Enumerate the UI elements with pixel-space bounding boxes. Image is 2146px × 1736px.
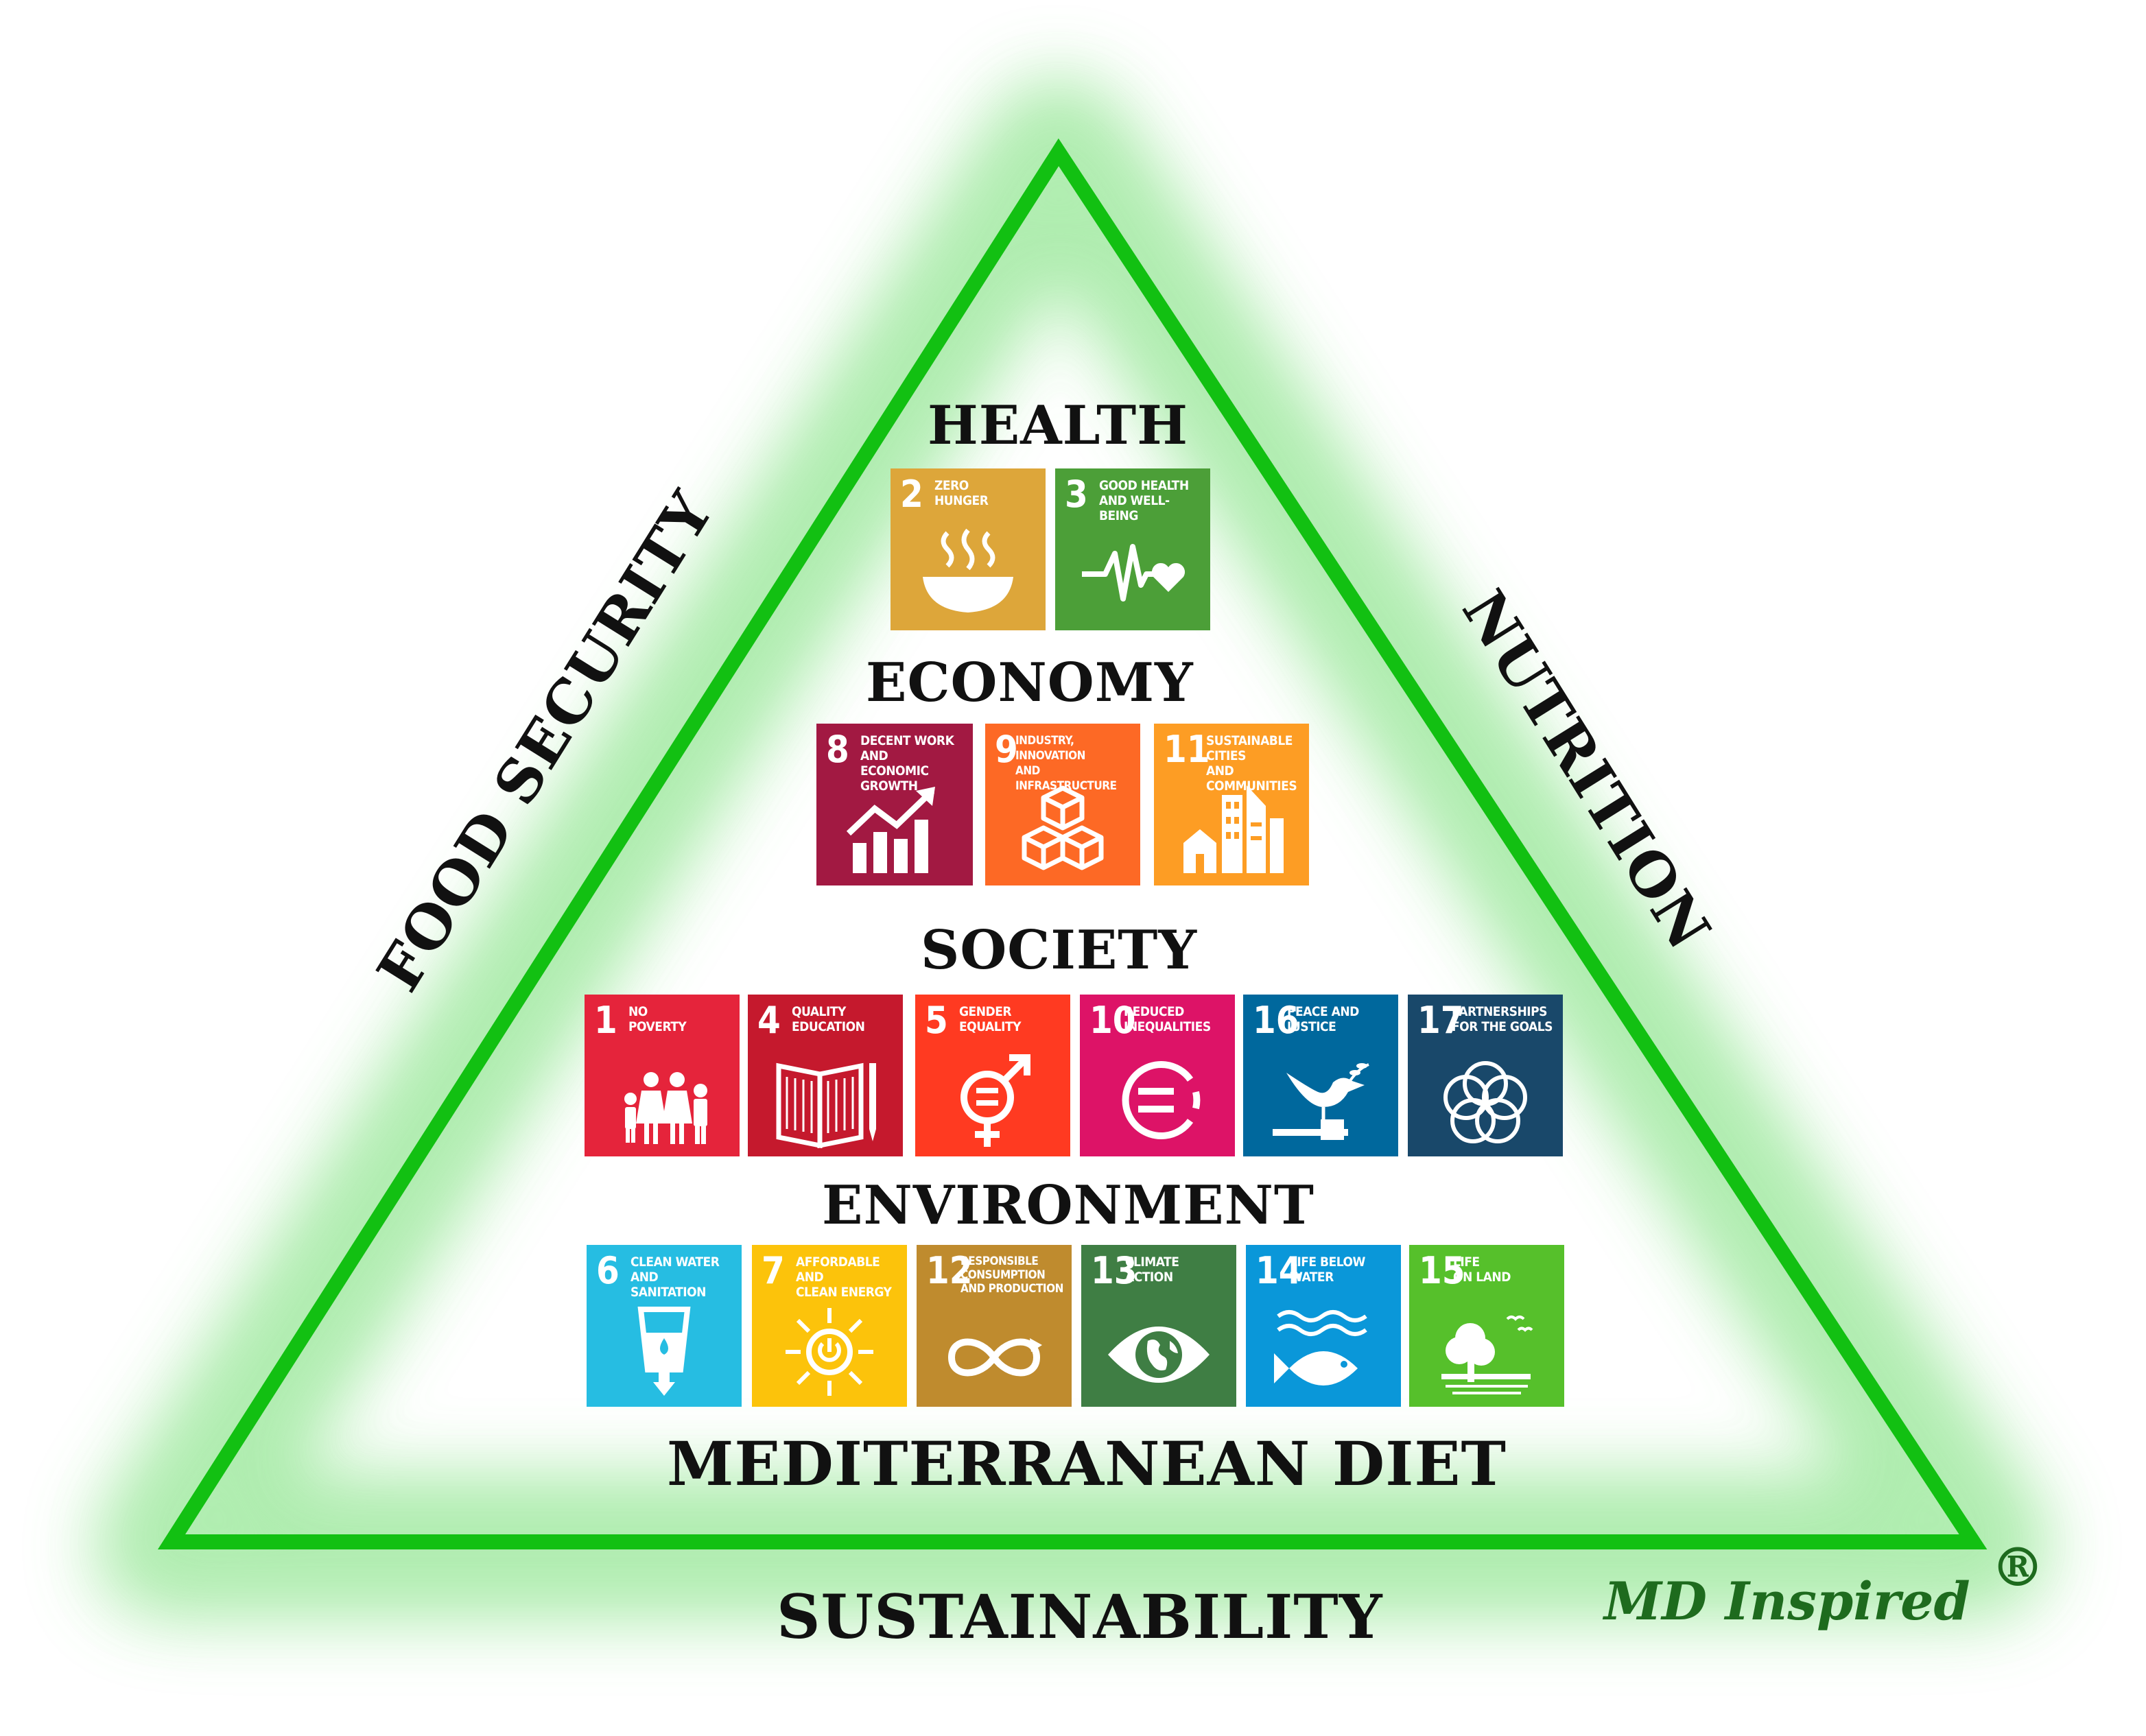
sdg-tile-1: 1 NO POVERTY [585, 995, 740, 1156]
sdg-tile-9: 9 INDUSTRY, INNOVATION AND INFRASTRUCTUR… [985, 724, 1140, 885]
water-icon [637, 1307, 691, 1396]
economy-label: ECONOMY [866, 652, 1194, 714]
city-icon [1183, 785, 1284, 873]
bowl-icon [923, 528, 1013, 613]
registered-mark: ® [1991, 1536, 2044, 1599]
sdg-tile-17: 17 PARTNERSHIPS FOR THE GOALS [1408, 995, 1563, 1156]
cubes-icon [1022, 785, 1104, 870]
gender-icon [960, 1054, 1030, 1147]
sdg-tile-6: 6 CLEAN WATER AND SANITATION [587, 1245, 742, 1407]
dove-icon [1273, 1063, 1369, 1140]
society-label: SOCIETY [921, 919, 1198, 982]
growth-chart-icon [846, 787, 935, 873]
brand-text: MD Inspired [1604, 1571, 1970, 1632]
sdg-tile-13: 13 CLIMATE ACTION [1081, 1245, 1236, 1407]
sdg-tile-11: 11 SUSTAINABLE CITIES AND COMMUNITIES [1154, 724, 1309, 885]
triangle-outline [157, 138, 1988, 1549]
sdg-tile-7: 7 AFFORDABLE AND CLEAN ENERGY [752, 1245, 907, 1407]
eye-globe-icon [1108, 1327, 1210, 1383]
rings-icon [1443, 1061, 1527, 1143]
equal-icon [1122, 1061, 1201, 1139]
sdg-tile-16: 16 PEACE AND JUSTICE [1243, 995, 1398, 1156]
sdg-tile-3: 3 GOOD HEALTH AND WELL-BEING [1055, 468, 1210, 630]
infinity-icon [947, 1338, 1042, 1377]
heartbeat-icon [1082, 544, 1186, 602]
health-label: HEALTH [928, 394, 1188, 457]
sdg-tile-4: 4 QUALITY EDUCATION [748, 995, 903, 1156]
md-inspired-brand: MD Inspired [1604, 1571, 1970, 1632]
family-icon [624, 1072, 707, 1144]
book-icon [776, 1062, 876, 1148]
sdg-tile-10: 10 REDUCED INEQUALITIES [1080, 995, 1235, 1156]
sdg-tile-5: 5 GENDER EQUALITY [915, 995, 1070, 1156]
sun-power-icon [786, 1308, 873, 1396]
fish-icon [1274, 1310, 1367, 1386]
sdg-tile-2: 2 ZERO HUNGER [891, 468, 1046, 630]
sdg-tile-12: 12 RESPONSIBLE CONSUMPTION AND PRODUCTIO… [917, 1245, 1072, 1407]
sdg-tile-15: 15 LIFE ON LAND [1409, 1245, 1564, 1407]
tree-icon [1441, 1316, 1533, 1394]
sustainability-label: SUSTAINABILITY [777, 1581, 1383, 1652]
mediterranean-diet-label: MEDITERRANEAN DIET [667, 1428, 1507, 1499]
sdg-tile-14: 14 LIFE BELOW WATER [1246, 1245, 1401, 1407]
environment-label: ENVIRONMENT [822, 1174, 1314, 1237]
sdg-tile-8: 8 DECENT WORK AND ECONOMIC GROWTH [816, 724, 973, 885]
